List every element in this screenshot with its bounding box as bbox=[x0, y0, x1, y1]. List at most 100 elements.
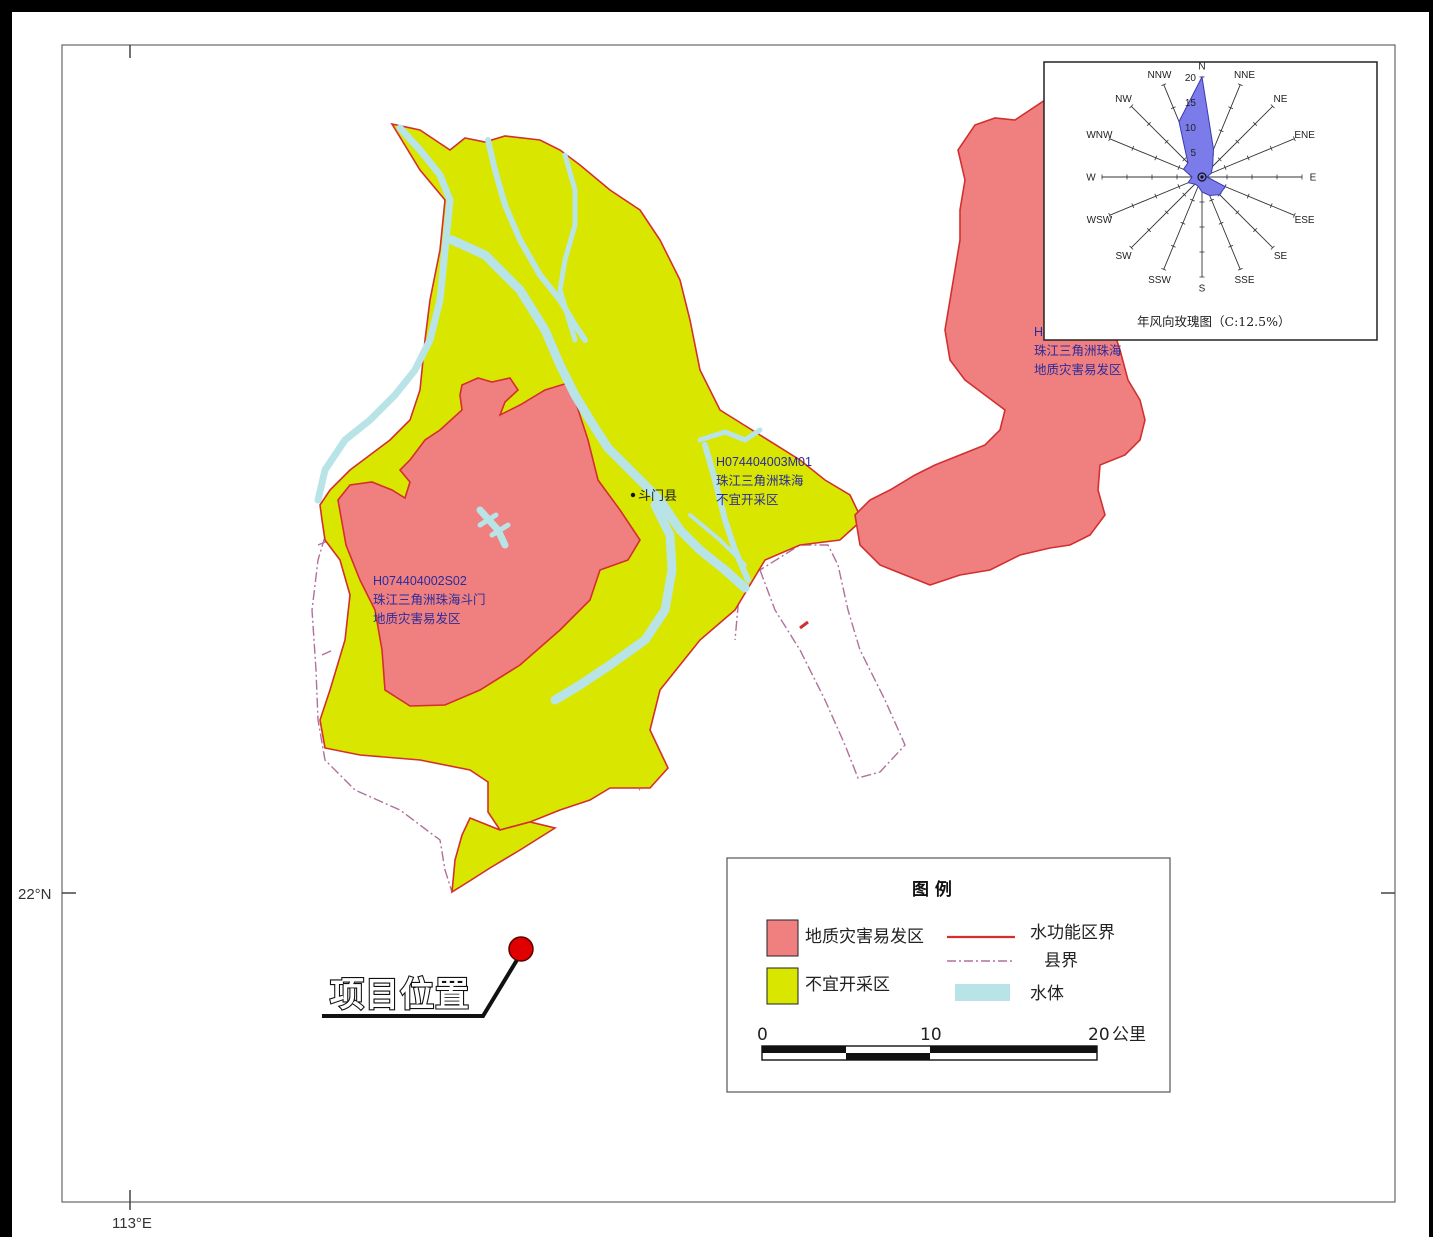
wind-rose-tick bbox=[1189, 198, 1195, 202]
wind-rose-tick bbox=[1253, 121, 1258, 126]
legend-label-unsuitable: 不宜开采区 bbox=[805, 975, 890, 995]
wind-rose-label-nnw: NNW bbox=[1148, 70, 1172, 81]
wind-rose-tick bbox=[1154, 155, 1158, 161]
wind-rose-label-s: S bbox=[1199, 284, 1206, 295]
legend-swatch-hazard bbox=[766, 919, 799, 957]
wind-rose-tick bbox=[1269, 203, 1273, 209]
unsuitable-zone-south bbox=[451, 816, 558, 894]
wind-rose-tick bbox=[1209, 198, 1215, 202]
wind-rose-tick bbox=[1164, 139, 1169, 144]
zone-line2-unsuitable: 不宜开采区 bbox=[716, 492, 779, 507]
town-dot bbox=[630, 492, 636, 498]
graticule-ticks bbox=[62, 45, 1395, 1210]
wind-rose-tick bbox=[1131, 203, 1135, 209]
wind-rose-tick bbox=[1161, 83, 1167, 86]
zone-label-zhuhai: H 珠江三角洲珠海 地质灾害易发区 bbox=[1034, 325, 1122, 377]
scale-tick-0: 0 bbox=[757, 1025, 768, 1045]
wind-rose-tick bbox=[1154, 193, 1158, 199]
latitude-label: 22°N bbox=[18, 886, 52, 903]
wind-rose-tick bbox=[1293, 212, 1296, 218]
wind-rose-tick bbox=[1177, 164, 1181, 170]
wind-rose-label-nne: NNE bbox=[1234, 70, 1255, 81]
project-location: 项目位置 bbox=[322, 936, 534, 1018]
wind-rose-label-ssw: SSW bbox=[1148, 275, 1171, 286]
right-border bbox=[1429, 0, 1433, 1237]
wind-rose-label-sw: SW bbox=[1115, 251, 1132, 262]
legend-label-water-boundary: 水功能区界 bbox=[1030, 923, 1115, 943]
wind-rose-tick bbox=[1253, 228, 1258, 233]
wind-rose-label-e: E bbox=[1310, 173, 1317, 184]
wind-rose-label-ene: ENE bbox=[1294, 130, 1315, 141]
wind-rose-tick bbox=[1131, 145, 1135, 151]
zone-code-zhuhai: H bbox=[1034, 325, 1043, 339]
legend-label-hazard: 地质灾害易发区 bbox=[805, 927, 924, 947]
wind-rose-tick bbox=[1270, 104, 1275, 109]
wind-rose-label-ne: NE bbox=[1274, 94, 1288, 105]
wind-rose-tick bbox=[1108, 212, 1111, 218]
wind-rose-label-sse: SSE bbox=[1234, 275, 1254, 286]
legend-title: 图 例 bbox=[912, 879, 952, 900]
zone-line1-unsuitable: 珠江三角洲珠海 bbox=[716, 473, 804, 488]
wind-rose-label-se: SE bbox=[1274, 251, 1288, 262]
wind-rose-tick bbox=[1246, 193, 1250, 199]
longitude-label: 113°E bbox=[112, 1215, 152, 1232]
left-border bbox=[0, 0, 12, 1237]
wind-rose-tick bbox=[1146, 121, 1151, 126]
wind-rose-tick bbox=[1170, 244, 1176, 248]
wind-rose-tick bbox=[1182, 192, 1187, 197]
hazard-zone-doumen bbox=[337, 377, 641, 707]
legend-swatch-unsuitable bbox=[766, 967, 799, 1005]
wind-rose-tick bbox=[1161, 268, 1167, 271]
wind-rose-label-wsw: WSW bbox=[1087, 215, 1113, 226]
zone-line1-doumen: 珠江三角洲珠海斗门 bbox=[373, 592, 486, 607]
wind-rose-ring-label: 10 bbox=[1185, 123, 1197, 134]
wind-rose-tick bbox=[1170, 106, 1176, 110]
zone-label-unsuitable: H074404003M01 珠江三角洲珠海 不宜开采区 bbox=[716, 455, 812, 507]
zone-line2-zhuhai: 地质灾害易发区 bbox=[1034, 362, 1122, 377]
scale-bar: 0 10 20 公里 bbox=[757, 1025, 1146, 1061]
wind-rose-tick bbox=[1237, 83, 1243, 86]
scale-unit: 公里 bbox=[1112, 1025, 1146, 1045]
wind-rose-tick bbox=[1218, 129, 1224, 133]
wind-rose-tick bbox=[1237, 268, 1243, 271]
wind-rose-label-ese: ESE bbox=[1295, 215, 1315, 226]
zone-label-doumen: H074404002S02 珠江三角洲珠海斗门 地质灾害易发区 bbox=[373, 574, 486, 626]
zone-code-unsuitable: H074404003M01 bbox=[716, 455, 812, 469]
project-location-dot bbox=[508, 936, 534, 962]
project-location-label: 项目位置 bbox=[330, 975, 470, 1015]
wind-rose-tick bbox=[1129, 245, 1134, 250]
legend-swatch-water bbox=[955, 984, 1010, 1001]
zone-line1-zhuhai: 珠江三角洲珠海 bbox=[1034, 343, 1122, 358]
wind-rose-tick bbox=[1246, 155, 1250, 161]
wind-rose-label-nw: NW bbox=[1115, 94, 1132, 105]
wind-rose-tick bbox=[1177, 184, 1181, 190]
wind-rose-tick bbox=[1182, 157, 1187, 162]
wind-rose-tick bbox=[1269, 145, 1273, 151]
wind-rose-tick bbox=[1180, 221, 1186, 225]
legend: 图 例 地质灾害易发区 不宜开采区 水功能区界 县界 水体 0 10 20 公里 bbox=[726, 857, 1171, 1093]
wind-rose-tick bbox=[1228, 106, 1234, 110]
wind-rose-tick bbox=[1146, 228, 1151, 233]
scale-tick-20: 20 bbox=[1088, 1025, 1110, 1045]
legend-label-water: 水体 bbox=[1030, 984, 1064, 1004]
town-label: 斗门县 bbox=[638, 488, 677, 503]
wind-rose-tick bbox=[1228, 244, 1234, 248]
wind-rose-tick bbox=[1108, 136, 1111, 142]
top-border bbox=[0, 0, 1433, 12]
wind-rose-center bbox=[1197, 172, 1207, 182]
wind-rose-tick bbox=[1235, 139, 1240, 144]
wind-rose-tick bbox=[1235, 210, 1240, 215]
wind-rose-tick bbox=[1129, 104, 1134, 109]
wind-rose-polygon bbox=[1178, 75, 1226, 197]
wind-rose-labels: N NNE NE ENE E ESE SE SSE S SSW SW WSW W WNW NW NNW bbox=[1086, 62, 1316, 295]
zone-line2-doumen: 地质灾害易发区 bbox=[373, 611, 461, 626]
wind-rose-label-w: W bbox=[1086, 173, 1096, 184]
wind-rose-label-n: N bbox=[1198, 62, 1205, 73]
wind-rose-tick bbox=[1164, 210, 1169, 215]
legend-label-county: 县界 bbox=[1044, 951, 1078, 971]
wind-rose-label-wnw: WNW bbox=[1086, 130, 1113, 141]
wind-rose-tick bbox=[1223, 164, 1227, 170]
wind-rose-tick bbox=[1270, 245, 1275, 250]
wind-rose-tick bbox=[1218, 221, 1224, 225]
